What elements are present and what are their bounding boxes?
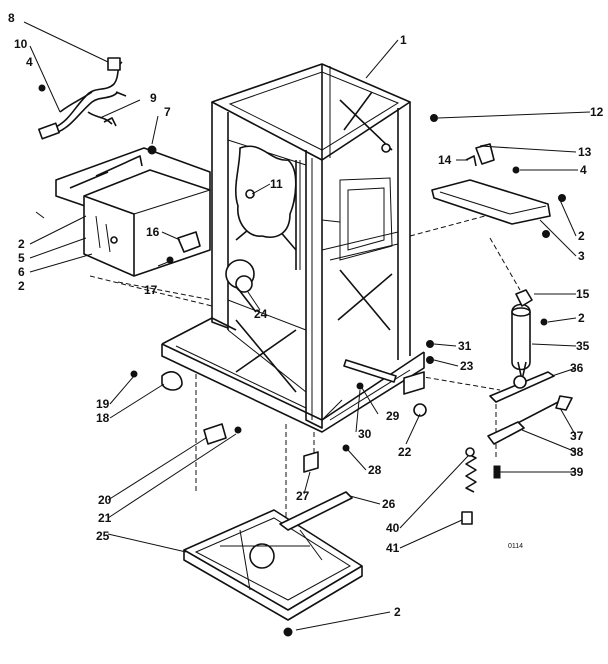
callout-2e: 2 — [394, 605, 401, 619]
callout-4b: 4 — [580, 163, 587, 177]
leader-lines — [23, 21, 591, 631]
bolt-39 — [493, 465, 501, 479]
callout-2b: 2 — [18, 279, 25, 293]
callout-30: 30 — [358, 427, 372, 441]
top-bracket — [431, 179, 566, 225]
callout-2c: 2 — [578, 229, 585, 243]
motor-part — [225, 259, 257, 313]
callout-40: 40 — [386, 521, 400, 535]
callout-labels: 8 10 4 9 7 1 12 13 14 4 11 16 17 2 5 6 2… — [8, 11, 604, 619]
callout-24: 24 — [254, 307, 268, 321]
callout-6: 6 — [18, 265, 25, 279]
callout-27: 27 — [296, 489, 310, 503]
control-box — [55, 145, 211, 277]
callout-2a: 2 — [18, 237, 25, 251]
callout-26: 26 — [382, 497, 396, 511]
callout-38: 38 — [570, 445, 584, 459]
callout-3: 3 — [578, 249, 585, 263]
spring-40 — [465, 447, 477, 493]
small-parts — [130, 230, 550, 473]
callout-29: 29 — [386, 409, 400, 423]
callout-31: 31 — [458, 339, 472, 353]
callout-11: 11 — [270, 177, 283, 191]
callout-36: 36 — [570, 361, 584, 375]
callout-19: 19 — [96, 397, 110, 411]
drawing-code: 0114 — [508, 543, 523, 550]
callout-23: 23 — [460, 359, 474, 373]
callout-13: 13 — [578, 145, 592, 159]
callout-7: 7 — [164, 105, 171, 119]
callout-16: 16 — [146, 225, 160, 239]
callout-8: 8 — [8, 11, 15, 25]
callout-35: 35 — [576, 339, 590, 353]
callout-37: 37 — [570, 429, 584, 443]
callout-5: 5 — [18, 251, 25, 265]
callout-25: 25 — [96, 529, 110, 543]
cabinet-frame — [89, 63, 521, 606]
callout-22: 22 — [398, 445, 412, 459]
callout-18: 18 — [96, 411, 110, 425]
thermostat-clip — [381, 114, 520, 174]
bracket-36 — [489, 371, 555, 403]
callout-28: 28 — [368, 463, 382, 477]
callout-41: 41 — [386, 541, 400, 555]
dryer-cylinder — [511, 289, 548, 381]
callout-2d: 2 — [578, 311, 585, 325]
callout-9: 9 — [150, 91, 157, 105]
bracket-38 — [487, 421, 525, 445]
callout-20: 20 — [98, 493, 112, 507]
callout-1: 1 — [400, 33, 407, 47]
callout-15: 15 — [576, 287, 590, 301]
wire-harness — [38, 57, 127, 140]
callout-39: 39 — [570, 465, 584, 479]
callout-14: 14 — [438, 153, 452, 167]
callout-17: 17 — [144, 283, 158, 297]
callout-21: 21 — [98, 511, 112, 525]
gasket-blob — [234, 145, 297, 238]
callout-4: 4 — [26, 55, 33, 69]
cap-41 — [461, 511, 473, 525]
base-pan — [183, 491, 363, 637]
callout-10: 10 — [14, 37, 28, 51]
callout-12: 12 — [590, 105, 604, 119]
